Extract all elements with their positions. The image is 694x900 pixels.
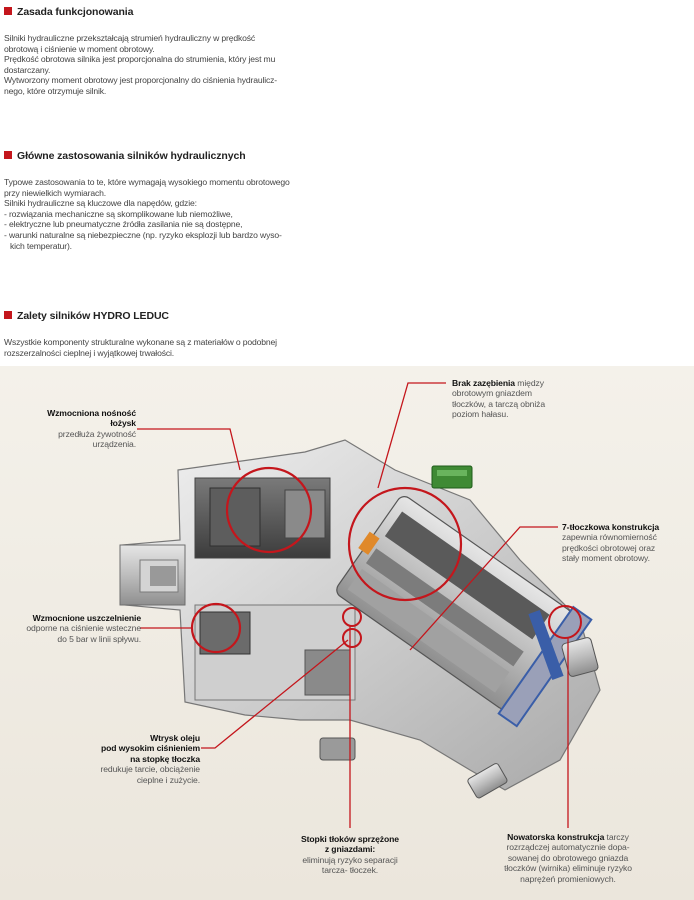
section-title-principle: Zasada funkcjonowania — [4, 6, 133, 18]
text-line: Typowe zastosowania to te, które wymagaj… — [4, 177, 290, 187]
callout-valve-plate: Nowatorska konstrukcja tarczy rozrządcze… — [478, 832, 658, 884]
text-line: - warunki naturalne są niebezpieczne (np… — [4, 229, 282, 240]
text-line: - rozwiązania mechaniczne są skomplikowa… — [4, 208, 233, 219]
callout-desc: tłoczków, a tarczą obniża — [452, 398, 546, 409]
callout-desc: prędkości obrotowej oraz — [562, 542, 656, 553]
callout-desc: do 5 bar w linii spływu. — [57, 633, 141, 644]
bullet-square-icon — [4, 311, 12, 319]
callout-title: pod wysokim ciśnieniem — [100, 743, 200, 754]
text-line: kich temperatur). — [10, 240, 72, 251]
text-line: - elektryczne lub pneumatyczne źródła za… — [4, 219, 243, 230]
callout-oil-injection: Wtrysk oleju pod wysokim ciśnieniem na s… — [100, 733, 200, 785]
text-line: Wszystkie komponenty strukturalne wykona… — [4, 337, 277, 347]
callout-title: Wzmocniona nośność — [47, 408, 136, 418]
motor-cutaway-illustration — [119, 382, 601, 828]
text-line: przy niewielkich wymiarach. — [4, 187, 106, 198]
bullet-square-icon — [4, 7, 12, 15]
section-title-text: Główne zastosowania silników hydrauliczn… — [17, 150, 246, 162]
callout-title: Nowatorska konstrukcja — [507, 832, 605, 842]
callout-title: Wzmocnione uszczelnienie — [32, 613, 141, 623]
callout-title: Brak zazębienia — [452, 378, 515, 388]
callout-bearing: Wzmocniona nośność łożysk przedłuża żywo… — [47, 408, 136, 450]
section-title-text: Zasada funkcjonowania — [17, 6, 134, 18]
callout-title: z gniazdami: — [324, 844, 376, 855]
callout-desc: urządzenia. — [92, 439, 136, 450]
callout-desc: eliminują ryzyko separacji — [302, 854, 398, 865]
section-title-text: Zalety silników HYDRO LEDUC — [17, 310, 169, 322]
callout-desc: poziom hałasu. — [452, 409, 509, 420]
callout-desc: stały moment obrotowy. — [562, 553, 650, 564]
text-line: Silniki hydrauliczne są kluczowe dla nap… — [4, 198, 197, 209]
callout-title: Stopki tłoków sprzężone — [301, 834, 399, 844]
callout-desc: rozrządczej automatycznie dopa- — [506, 842, 630, 853]
text-line: rozszerzalności cieplnej i wyjątkowej tr… — [4, 347, 174, 358]
callout-desc: odporne na ciśnienie wsteczne — [26, 623, 141, 634]
section-title-advantages: Zalety silników HYDRO LEDUC — [4, 310, 169, 322]
callout-title: na stopkę tłoczka — [130, 753, 200, 764]
section-body-advantages: Wszystkie komponenty strukturalne wykona… — [4, 337, 277, 358]
callout-title: 7-tłoczkowa konstrukcja — [562, 522, 660, 532]
callout-piston-shoes: Stopki tłoków sprzężone z gniazdami: eli… — [275, 834, 425, 876]
callout-desc: obrotowym gniazdem — [452, 388, 532, 399]
callout-desc: sowanej do obrotowego gniazda — [507, 852, 629, 863]
text-line: Prędkość obrotowa silnika jest proporcjo… — [4, 54, 276, 65]
text-line: dostarczany. — [4, 64, 51, 75]
text-line: Silniki hydrauliczne przekształcają stru… — [4, 33, 256, 43]
text-line: nego, które otrzymuje silnik. — [4, 85, 107, 96]
callout-title: łożysk — [110, 418, 136, 429]
text-line: obrotową i ciśnienie w moment obrotowy. — [4, 43, 155, 54]
callout-seal: Wzmocnione uszczelnienie odporne na ciśn… — [26, 613, 141, 644]
callout-desc: tarcza- tłoczek. — [321, 865, 379, 876]
section-body-applications: Typowe zastosowania to te, które wymagaj… — [4, 177, 290, 251]
callout-desc: zapewnia równomierność — [562, 532, 657, 543]
motor-cutaway-diagram — [0, 366, 694, 900]
callout-desc: przedłuża żywotność — [58, 428, 136, 439]
section-title-applications: Główne zastosowania silników hydrauliczn… — [4, 150, 246, 162]
callout-desc: między — [514, 378, 544, 388]
callout-desc: redukuje tarcie, obciążenie — [100, 764, 200, 775]
callout-desc: naprężeń promieniowych. — [520, 873, 616, 884]
callout-desc: cieplne i zużycie. — [136, 774, 200, 785]
callout-title: Wtrysk oleju — [150, 733, 200, 743]
section-body-principle: Silniki hydrauliczne przekształcają stru… — [4, 33, 277, 97]
callout-desc: tarczy — [604, 832, 629, 842]
callout-desc: tłoczków (wirnika) eliminuje ryzyko — [504, 863, 632, 874]
text-line: Wytworzony moment obrotowy jest proporcj… — [4, 75, 277, 86]
callout-no-gear: Brak zazębienia między obrotowym gniazde… — [452, 378, 545, 420]
callout-seven-pistons: 7-tłoczkowa konstrukcja zapewnia równomi… — [562, 522, 659, 564]
bullet-square-icon — [4, 151, 12, 159]
